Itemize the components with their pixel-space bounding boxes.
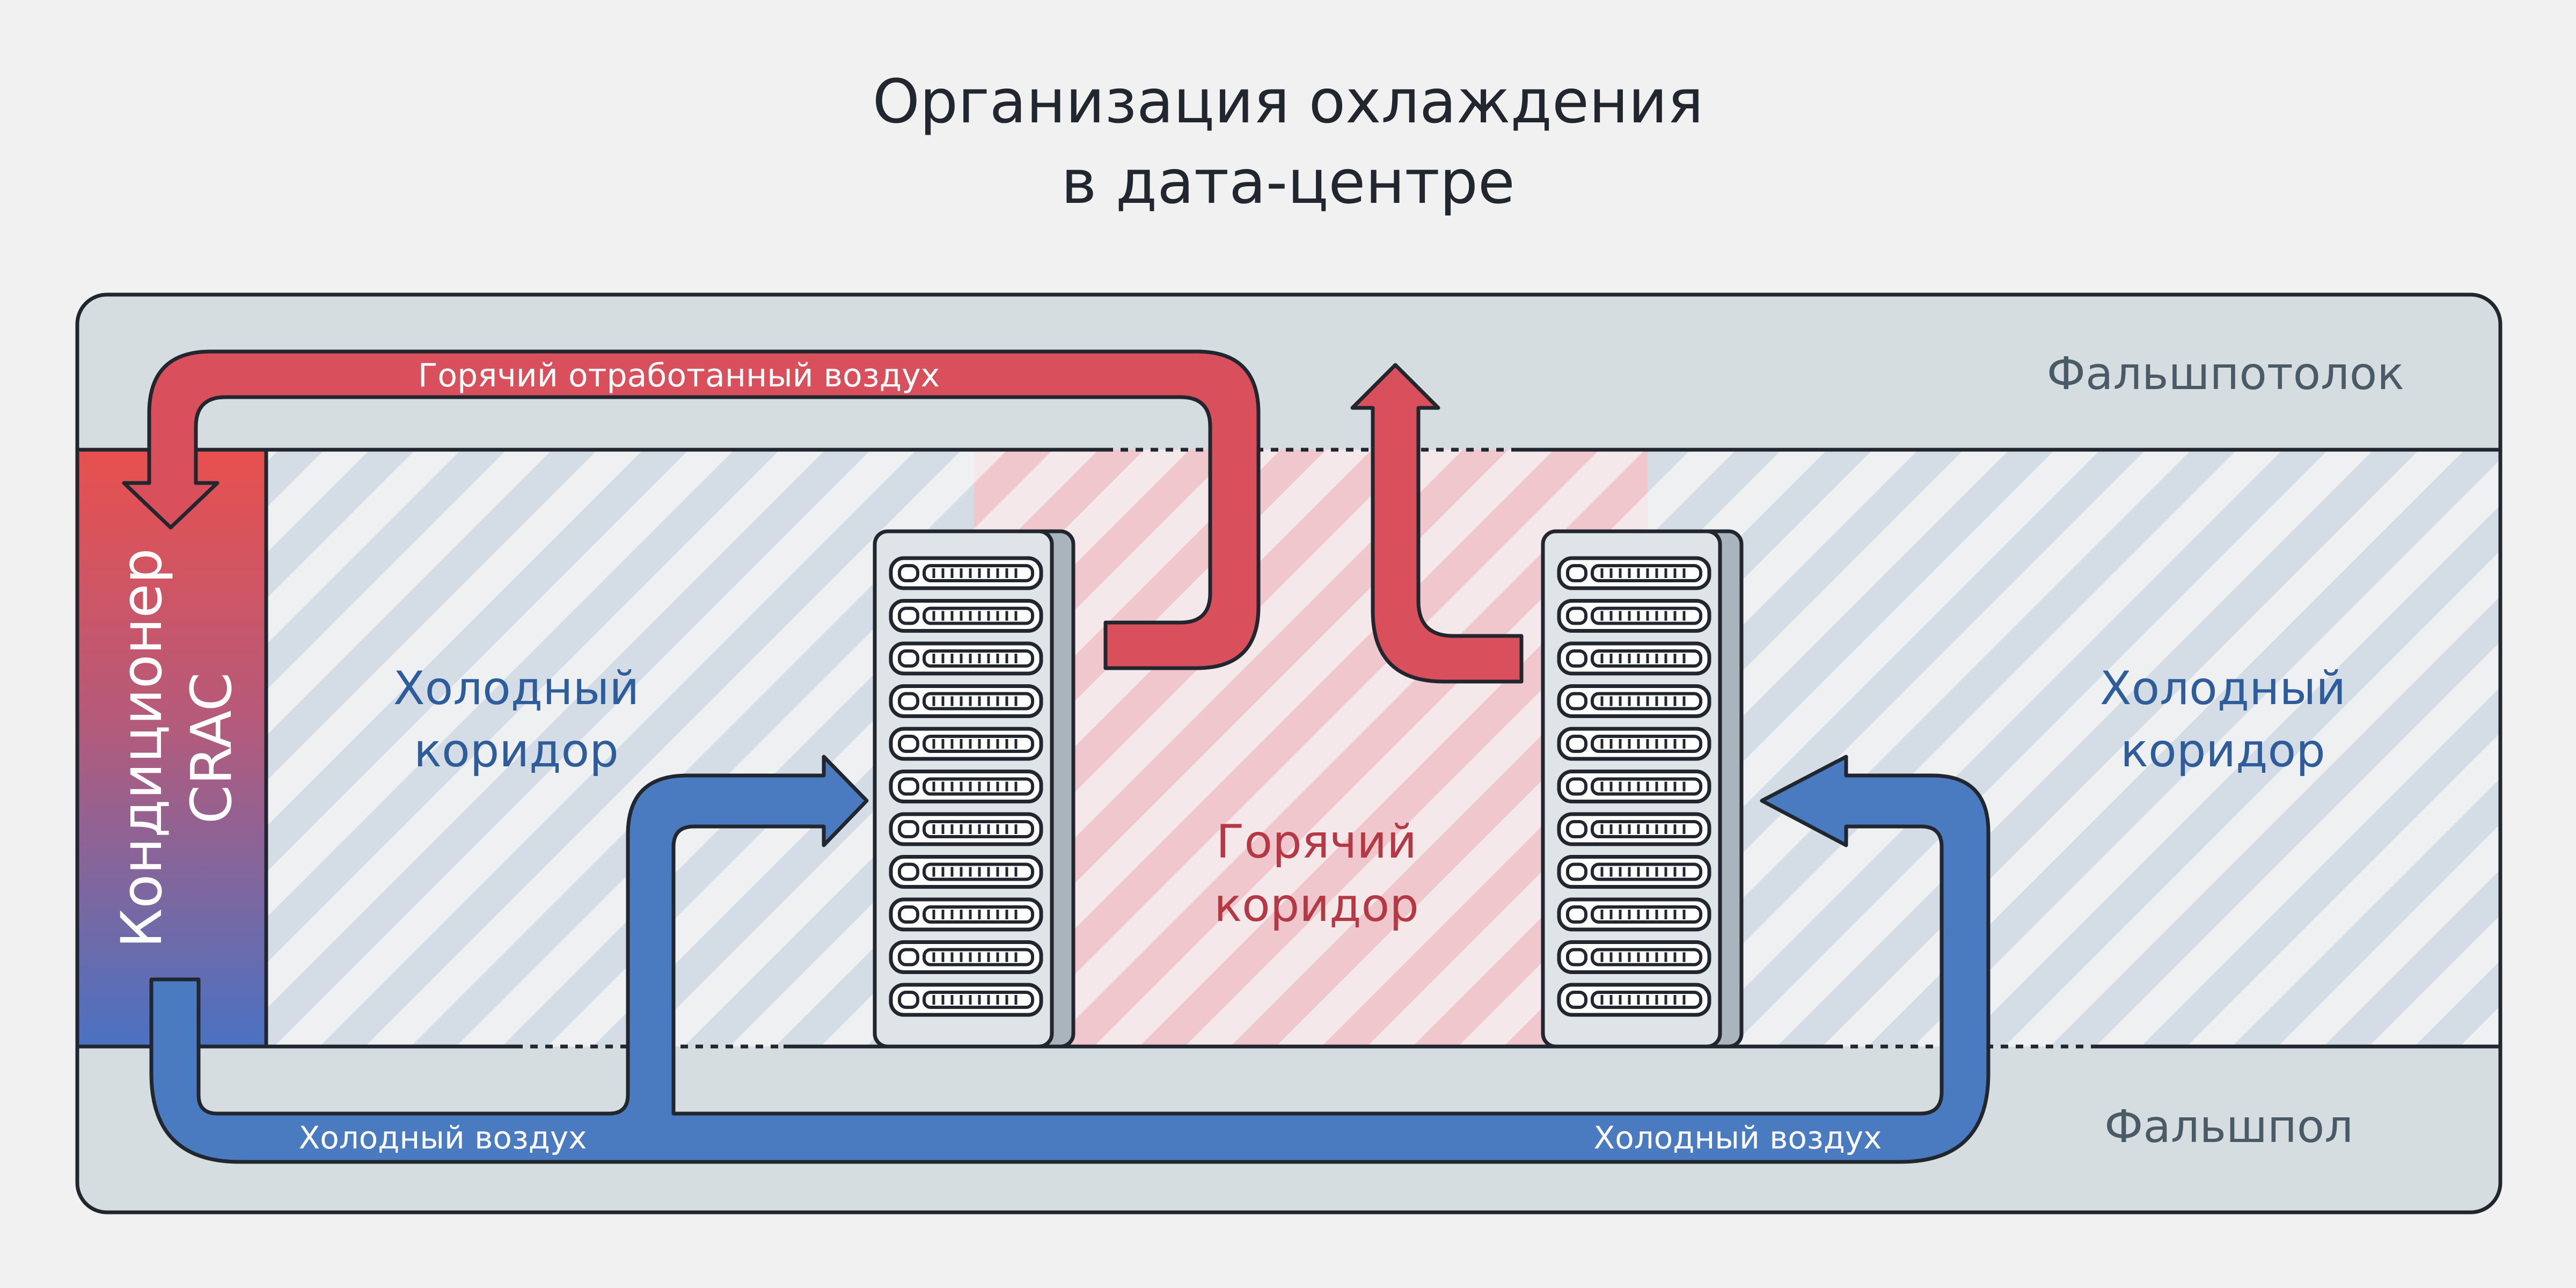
rack-unit (1557, 983, 1711, 1017)
cold-air-right-label: Холодный воздух (1594, 1119, 1882, 1156)
rack-unit (1557, 855, 1711, 889)
rack-unit (1557, 599, 1711, 633)
page-title-line1: Организация охлаждения (873, 67, 1704, 137)
cold-aisle-right-label-2: коридор (2120, 724, 2325, 778)
ceiling-label: Фальшпотолок (2047, 347, 2404, 400)
hot-exhaust-label: Горячий отработанный воздух (418, 357, 940, 394)
hot-aisle-label-2: коридор (1214, 879, 1419, 932)
rack-unit (1557, 770, 1711, 803)
rack-unit (889, 940, 1043, 974)
crac-label-1: Кондиционер (109, 548, 174, 948)
rack-unit (889, 556, 1043, 590)
page-title-line2: в дата-центре (1061, 148, 1515, 217)
cold-aisle-right-label-1: Холодный (2100, 662, 2346, 715)
rack-unit (889, 983, 1043, 1017)
hot-aisle-area (974, 450, 1648, 1046)
floor-label: Фальшпол (2104, 1100, 2353, 1153)
hot-exhaust-arrow (122, 349, 1261, 670)
rack-unit (889, 727, 1043, 761)
rack-unit (889, 770, 1043, 803)
rack-unit (1557, 940, 1711, 974)
rack-unit (889, 684, 1043, 718)
cold-air-left-label: Холодный воздух (299, 1119, 587, 1156)
rack-unit (1557, 684, 1711, 718)
crac-unit (77, 450, 266, 1046)
server-rack-icon (873, 529, 1075, 1049)
hot-up-arrow (1350, 363, 1524, 684)
room-outline (75, 292, 2502, 1214)
hot-aisle-label-1: Горячий (1216, 815, 1417, 869)
cold-air-arrow (149, 755, 1990, 1164)
server-rack-icon (1541, 529, 1744, 1049)
rack-unit (889, 641, 1043, 676)
crac-label-2: CRAC (179, 672, 244, 824)
rack-unit (1557, 727, 1711, 761)
rack-unit (889, 599, 1043, 633)
room (75, 292, 2502, 1214)
rack-unit (1557, 641, 1711, 676)
rack-unit (1557, 812, 1711, 846)
rack-unit (889, 855, 1043, 889)
rack-unit (1557, 556, 1711, 590)
rack-unit (889, 897, 1043, 932)
cold-aisle-left-label-1: Холодный (393, 662, 640, 715)
rack-unit (889, 812, 1043, 846)
rack-unit (1557, 897, 1711, 932)
cold-aisle-left-label-2: коридор (414, 724, 619, 778)
